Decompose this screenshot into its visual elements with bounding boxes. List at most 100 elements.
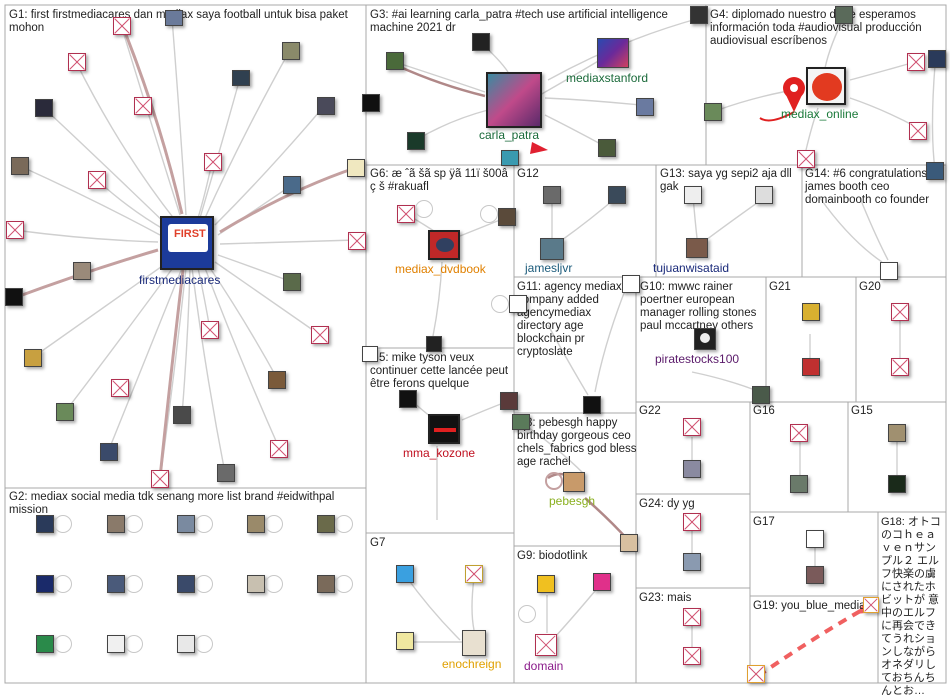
- node-thumb[interactable]: [704, 103, 722, 121]
- node-thumb[interactable]: [36, 575, 54, 593]
- node-thumb[interactable]: [73, 262, 91, 280]
- node-thumb[interactable]: [151, 470, 169, 488]
- node-thumb[interactable]: [790, 475, 808, 493]
- node-thumb[interactable]: [755, 186, 773, 204]
- node-thumb[interactable]: [683, 553, 701, 571]
- node-thumb[interactable]: [107, 515, 125, 533]
- node-thumb[interactable]: [690, 6, 708, 24]
- node-thumb[interactable]: [347, 159, 365, 177]
- firstmediacares-avatar[interactable]: FIRST: [160, 216, 214, 270]
- node-thumb[interactable]: [928, 50, 946, 68]
- node-thumb[interactable]: [5, 288, 23, 306]
- tujuanwisataid-avatar[interactable]: [686, 238, 708, 258]
- node-thumb[interactable]: [537, 575, 555, 593]
- node-thumb[interactable]: [683, 460, 701, 478]
- node-thumb[interactable]: [790, 424, 808, 442]
- node-thumb[interactable]: [362, 94, 380, 112]
- node-thumb[interactable]: [88, 171, 106, 189]
- node-thumb[interactable]: [204, 153, 222, 171]
- node-thumb[interactable]: [317, 575, 335, 593]
- carla-patra-avatar[interactable]: [486, 72, 542, 128]
- tujuanwisataid-label[interactable]: tujuanwisataid: [653, 261, 730, 275]
- node-thumb[interactable]: [177, 515, 195, 533]
- node-thumb[interactable]: [802, 303, 820, 321]
- node-thumb[interactable]: [282, 42, 300, 60]
- node-thumb[interactable]: [926, 162, 944, 180]
- node-thumb[interactable]: [348, 232, 366, 250]
- node-thumb[interactable]: [598, 139, 616, 157]
- node-thumb[interactable]: [608, 186, 626, 204]
- node-thumb[interactable]: [683, 647, 701, 665]
- mediax-online-avatar[interactable]: [806, 67, 846, 105]
- node-thumb[interactable]: [683, 513, 701, 531]
- node-thumb[interactable]: [399, 390, 417, 408]
- node-thumb[interactable]: [113, 17, 131, 35]
- mediax-dvdbook-avatar[interactable]: [428, 230, 460, 260]
- node-thumb[interactable]: [386, 52, 404, 70]
- node-thumb[interactable]: [806, 566, 824, 584]
- domain-label[interactable]: domain: [524, 659, 564, 673]
- node-thumb[interactable]: [36, 635, 54, 653]
- node-thumb[interactable]: [201, 321, 219, 339]
- node-thumb[interactable]: [863, 597, 879, 613]
- node-thumb[interactable]: [500, 392, 518, 410]
- node-thumb[interactable]: [512, 414, 530, 430]
- firstmediacares-label[interactable]: firstmediacares: [139, 273, 221, 287]
- node-thumb[interactable]: [173, 406, 191, 424]
- carla-patra-label[interactable]: carla_patra: [479, 128, 540, 142]
- node-thumb[interactable]: [888, 475, 906, 493]
- node-thumb[interactable]: [501, 150, 519, 166]
- node-thumb[interactable]: [247, 575, 265, 593]
- node-thumb[interactable]: [543, 186, 561, 204]
- node-thumb[interactable]: [806, 530, 824, 548]
- node-thumb[interactable]: [6, 221, 24, 239]
- node-thumb[interactable]: [317, 97, 335, 115]
- node-thumb[interactable]: [802, 358, 820, 376]
- node-thumb[interactable]: [283, 176, 301, 194]
- node-thumb[interactable]: [683, 418, 701, 436]
- node-thumb[interactable]: [891, 303, 909, 321]
- node-thumb[interactable]: [396, 565, 414, 583]
- node-thumb[interactable]: [620, 534, 638, 552]
- node-thumb[interactable]: [593, 573, 611, 591]
- node-thumb[interactable]: [407, 132, 425, 150]
- piratestocks100-label[interactable]: piratestocks100: [655, 352, 740, 366]
- node-thumb[interactable]: [56, 403, 74, 421]
- node-thumb[interactable]: [68, 53, 86, 71]
- node-thumb[interactable]: [397, 205, 415, 223]
- node-thumb[interactable]: [283, 273, 301, 291]
- node-thumb[interactable]: [498, 208, 516, 226]
- node-thumb[interactable]: [797, 150, 815, 168]
- node-thumb[interactable]: [622, 275, 640, 293]
- enochreign-avatar[interactable]: [462, 630, 486, 656]
- node-thumb[interactable]: [747, 665, 765, 683]
- node-thumb[interactable]: [165, 10, 183, 26]
- piratestocks100-avatar[interactable]: [694, 328, 716, 350]
- pebesgh-avatar[interactable]: [563, 472, 585, 492]
- mediaxstanford-label[interactable]: mediaxstanford: [566, 71, 649, 85]
- node-thumb[interactable]: [472, 33, 490, 51]
- node-thumb[interactable]: [636, 98, 654, 116]
- node-thumb[interactable]: [909, 122, 927, 140]
- node-thumb[interactable]: [684, 186, 702, 204]
- domain-avatar[interactable]: [535, 634, 557, 656]
- node-thumb[interactable]: [396, 632, 414, 650]
- enochreign-label[interactable]: enochreign: [442, 657, 502, 671]
- mediax-dvdbook-label[interactable]: mediax_dvdbook: [395, 262, 486, 276]
- node-thumb[interactable]: [426, 336, 442, 352]
- node-thumb[interactable]: [270, 440, 288, 458]
- node-thumb[interactable]: [583, 396, 601, 414]
- node-thumb[interactable]: [311, 326, 329, 344]
- node-thumb[interactable]: [177, 575, 195, 593]
- node-thumb[interactable]: [509, 295, 527, 313]
- node-thumb[interactable]: [907, 53, 925, 71]
- node-thumb[interactable]: [891, 358, 909, 376]
- node-thumb[interactable]: [268, 371, 286, 389]
- mediax-online-label[interactable]: mediax_online: [781, 107, 859, 121]
- node-thumb[interactable]: [111, 379, 129, 397]
- node-thumb[interactable]: [100, 443, 118, 461]
- node-thumb[interactable]: [465, 565, 483, 583]
- node-thumb[interactable]: [683, 608, 701, 626]
- node-thumb[interactable]: [35, 99, 53, 117]
- node-thumb[interactable]: [217, 464, 235, 482]
